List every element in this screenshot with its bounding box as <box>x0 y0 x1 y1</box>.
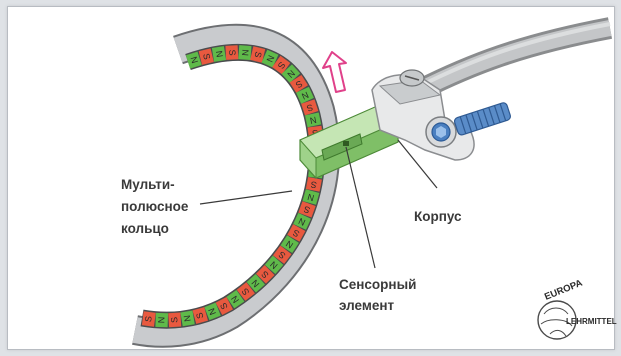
sensor-label: Сенсорный элемент <box>339 277 416 313</box>
europa-lehrmittel-logo: EUROPA LEHRMITTEL <box>538 278 617 339</box>
pole-letter: N <box>156 317 166 324</box>
leader-ring <box>200 191 292 204</box>
sensor-label-line-2: элемент <box>339 298 394 313</box>
pole-letter: S <box>169 317 179 324</box>
ring-label-line-1: Мульти- <box>121 177 175 192</box>
pole-letter: S <box>227 49 237 56</box>
ring-label: Мульти- полюсное кольцо <box>121 177 189 236</box>
logo-side-text: LEHRMITTEL <box>566 317 617 326</box>
ring-label-line-3: кольцо <box>121 221 169 236</box>
logo-top-text: EUROPA <box>543 278 584 303</box>
cable <box>420 24 610 90</box>
housing-label: Корпус <box>414 209 462 224</box>
leader-sensor <box>346 147 375 268</box>
sensor-label-line-1: Сенсорный <box>339 277 416 292</box>
pole-letter: N <box>240 49 250 56</box>
ring-label-line-2: полюсное <box>121 199 189 214</box>
pole-letter: S <box>143 315 154 322</box>
